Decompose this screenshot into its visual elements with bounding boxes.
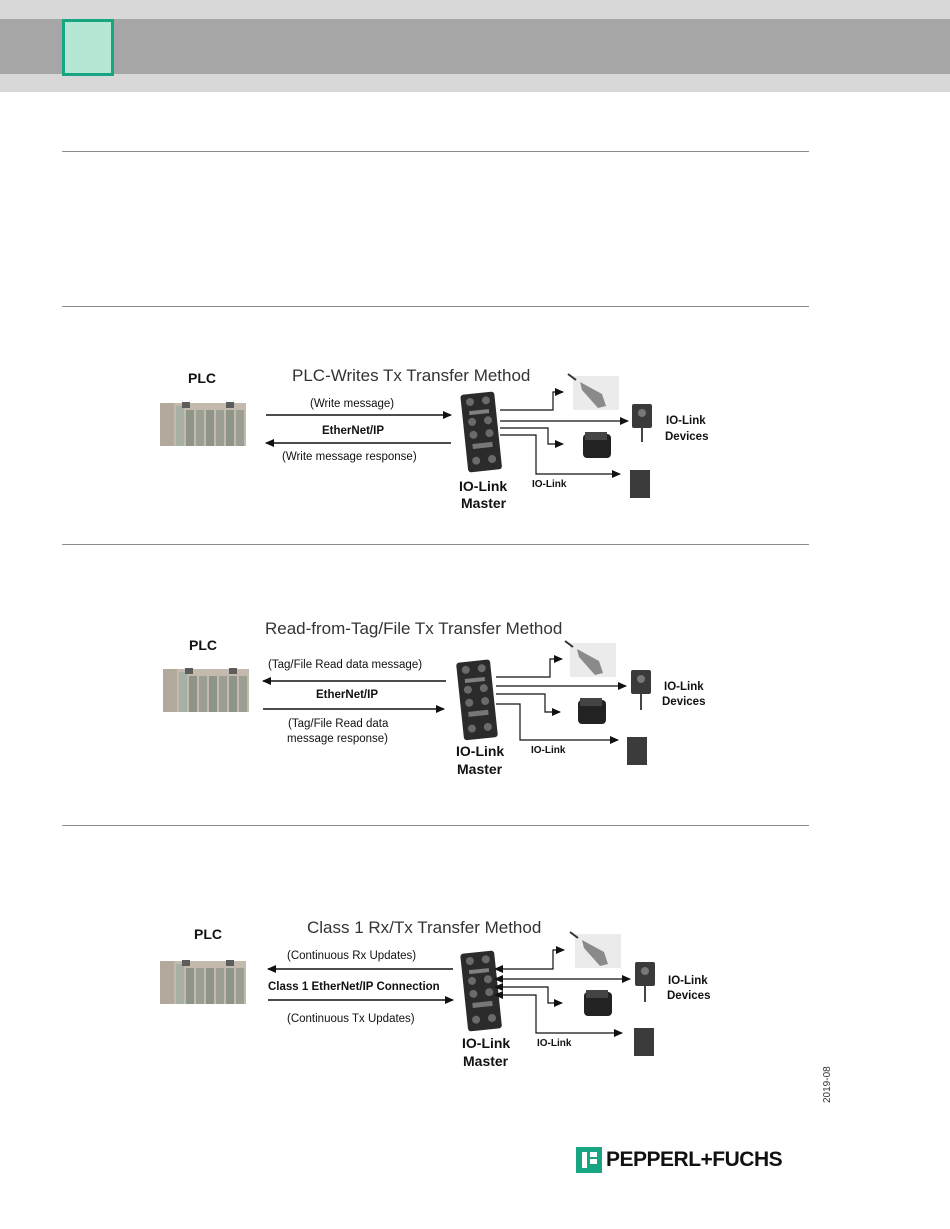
master-label-line1: IO-Link — [459, 478, 507, 494]
section-rule — [62, 151, 809, 152]
plc-label: PLC — [194, 926, 222, 942]
header-bar — [0, 19, 950, 74]
section-rule — [62, 544, 809, 545]
response-label-line2: message response) — [287, 733, 388, 745]
devices-label-line2: Devices — [662, 696, 705, 708]
sensor-devices-image — [564, 640, 651, 765]
devices-label-line1: IO-Link — [664, 681, 704, 693]
devices-label-line1: IO-Link — [666, 415, 706, 427]
plc-label: PLC — [188, 370, 216, 386]
sensor-devices-image — [569, 931, 655, 1056]
brand-name: PEPPERL+FUCHS — [606, 1148, 783, 1171]
response-label: (Write message response) — [282, 451, 417, 463]
io-link-connections — [496, 655, 627, 744]
figure-title: Class 1 Rx/Tx Transfer Method — [307, 918, 541, 937]
response-label-line1: (Tag/File Read data — [288, 718, 389, 730]
master-label-line1: IO-Link — [462, 1035, 510, 1051]
brand-logo: PEPPERL+FUCHS — [576, 1146, 783, 1174]
io-link-connections — [500, 388, 629, 478]
figure-plc-writes: PLC-Writes Tx Transfer Method PLC (Write… — [160, 366, 708, 511]
master-label-line2: Master — [457, 761, 503, 777]
master-label-line1: IO-Link — [456, 743, 504, 759]
io-link-connections — [494, 946, 631, 1037]
response-label: (Continuous Tx Updates) — [287, 1013, 415, 1025]
figure-class1: Class 1 Rx/Tx Transfer Method PLC (Conti… — [160, 918, 710, 1069]
devices-label-line1: IO-Link — [668, 975, 708, 987]
message-label: (Tag/File Read data message) — [268, 659, 422, 671]
io-link-master-image — [460, 950, 502, 1032]
network-label: Class 1 EtherNet/IP Connection — [268, 981, 440, 993]
chapter-tab — [62, 19, 114, 76]
section-rule — [62, 306, 809, 307]
section-rule — [62, 825, 809, 826]
message-label: (Continuous Rx Updates) — [287, 950, 416, 962]
io-link-label: IO-Link — [532, 479, 567, 490]
io-link-label: IO-Link — [531, 745, 566, 756]
date-code: 2019-08 — [822, 1066, 833, 1103]
sensor-devices-image — [567, 373, 652, 498]
devices-label-line2: Devices — [667, 990, 710, 1002]
io-link-label: IO-Link — [537, 1038, 572, 1049]
io-link-master-image — [460, 391, 502, 473]
devices-label-line2: Devices — [665, 431, 708, 443]
figure-read-from-tag: Read-from-Tag/File Tx Transfer Method PL… — [163, 619, 705, 777]
figure-title: Read-from-Tag/File Tx Transfer Method — [265, 619, 562, 638]
plc-rack-image — [163, 668, 249, 712]
plc-rack-image — [160, 960, 246, 1004]
network-label: EtherNet/IP — [316, 689, 378, 701]
io-link-master-image — [456, 659, 498, 741]
figure-title: PLC-Writes Tx Transfer Method — [292, 366, 530, 385]
plc-label: PLC — [189, 637, 217, 653]
master-label-line2: Master — [461, 495, 507, 511]
plc-rack-image — [160, 402, 246, 446]
master-label-line2: Master — [463, 1053, 509, 1069]
network-label: EtherNet/IP — [322, 425, 384, 437]
message-label: (Write message) — [310, 398, 394, 410]
pepperl-fuchs-logo-icon — [576, 1147, 602, 1173]
